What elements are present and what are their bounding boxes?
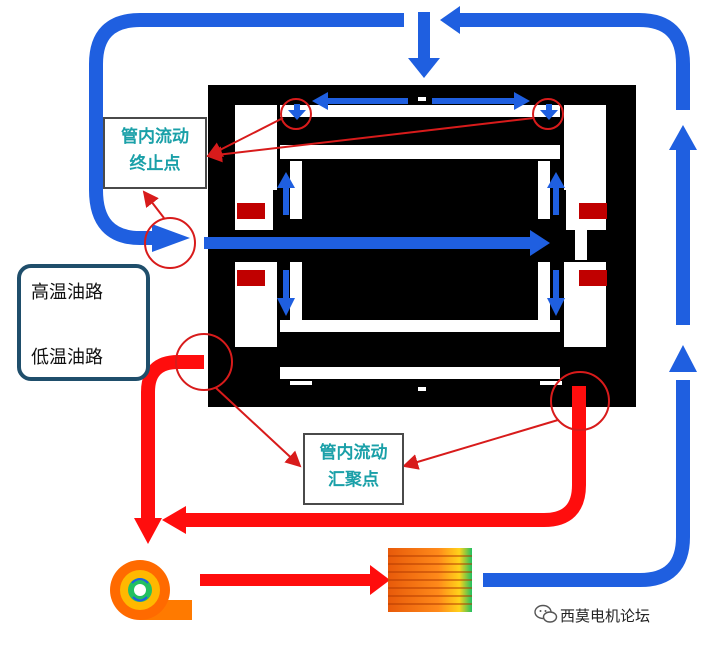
cold-oil-loop xyxy=(89,13,690,587)
legend-hot-oil-label: 高温油路 xyxy=(31,282,103,303)
watermark-text: 西莫电机论坛 xyxy=(560,607,651,625)
callout-line1: 管内流动 xyxy=(319,443,388,463)
wechat-icon xyxy=(534,604,558,623)
callout-line2: 汇聚点 xyxy=(328,470,379,490)
callout-line1: 管内流动 xyxy=(121,127,189,147)
cold-oil-arrowheads xyxy=(152,6,697,372)
flow-gather-point-callout: 管内流动 汇聚点 xyxy=(303,433,404,505)
callout-line2: 终止点 xyxy=(129,154,181,174)
legend-cold-oil-label: 低温油路 xyxy=(31,347,103,368)
watermark: 西莫电机论坛 xyxy=(534,604,651,626)
hot-oil-loop xyxy=(141,355,586,527)
motor-cross-section xyxy=(208,85,636,407)
heat-exchanger-icon xyxy=(388,548,472,612)
pump-icon xyxy=(110,560,192,620)
hot-oil-arrowheads xyxy=(134,506,390,595)
legend: 高温油路 低温油路 xyxy=(17,264,150,381)
flow-stop-point-callout: 管内流动 终止点 xyxy=(103,117,207,189)
annotation-markers xyxy=(142,98,610,470)
